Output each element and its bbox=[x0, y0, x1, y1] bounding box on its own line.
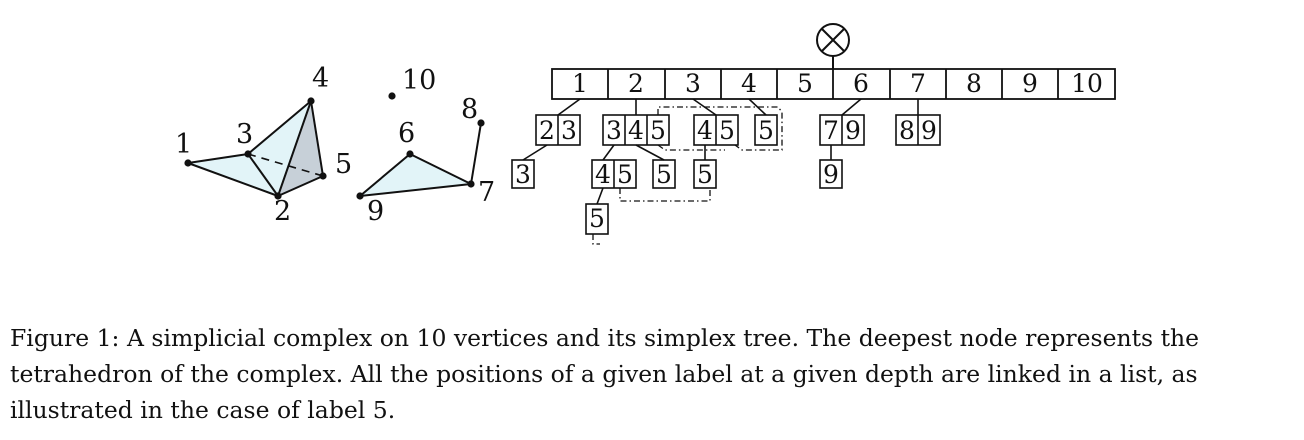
root-cell-3: 3 bbox=[685, 69, 701, 98]
simplicial-complex-figure: 1 2 3 4 5 6 7 8 9 10 1 2 3 bbox=[175, 23, 1116, 245]
vertex-label-5: 5 bbox=[335, 149, 352, 180]
root-cell-7: 7 bbox=[910, 69, 926, 98]
node-7-child-9: 9 bbox=[921, 116, 937, 145]
caption-text: Figure 1: A simplicial complex on 10 ver… bbox=[10, 324, 1200, 424]
root-cell-8: 8 bbox=[966, 69, 982, 98]
figure-caption: Figure 1: A simplicial complex on 10 ver… bbox=[10, 320, 1295, 428]
node-1-child-2: 2 bbox=[539, 116, 555, 145]
node-2-3-child-5: 5 bbox=[617, 160, 633, 189]
node-2-3-child-4: 4 bbox=[595, 160, 611, 189]
triangle-2-4-5 bbox=[278, 101, 323, 196]
root-cell-6: 6 bbox=[853, 69, 869, 98]
root-cell-5: 5 bbox=[797, 69, 813, 98]
vertex-label-7: 7 bbox=[478, 177, 495, 208]
triangle-2-3-4 bbox=[248, 101, 311, 196]
simplex-tree: 1 2 3 4 5 6 7 8 9 10 2 3 3 4 bbox=[511, 23, 1116, 245]
root-cell-10: 10 bbox=[1071, 69, 1103, 98]
triangle-6-7-9 bbox=[360, 154, 471, 196]
label-5-linked-lists bbox=[592, 106, 783, 245]
node-2-4-child-5: 5 bbox=[656, 160, 672, 189]
vertex-label-10: 10 bbox=[402, 65, 436, 96]
node-2-child-3: 3 bbox=[606, 116, 622, 145]
node-6-7-child-9: 9 bbox=[823, 160, 839, 189]
node-2-child-4: 4 bbox=[628, 116, 644, 145]
root-cell-4: 4 bbox=[741, 69, 757, 98]
node-3-child-5: 5 bbox=[719, 116, 735, 145]
vertex-label-6: 6 bbox=[398, 118, 415, 149]
node-1-2-child-3: 3 bbox=[515, 160, 531, 189]
vertex-label-9: 9 bbox=[367, 196, 384, 227]
node-3-4-child-5: 5 bbox=[697, 160, 713, 189]
root-cell-2: 2 bbox=[628, 69, 644, 98]
root-cell-9: 9 bbox=[1022, 69, 1038, 98]
node-6-child-9: 9 bbox=[845, 116, 861, 145]
node-6-child-7: 7 bbox=[823, 116, 839, 145]
simplicial-complex-drawing: 1 2 3 4 5 6 7 8 9 10 bbox=[175, 63, 495, 227]
root-cell-1: 1 bbox=[572, 69, 588, 98]
node-4-child-5: 5 bbox=[758, 116, 774, 145]
vertex-label-1: 1 bbox=[175, 129, 192, 160]
node-3-child-4: 4 bbox=[697, 116, 713, 145]
vertex-label-8: 8 bbox=[461, 94, 478, 125]
vertex-label-2: 2 bbox=[274, 196, 291, 227]
vertex-label-4: 4 bbox=[312, 63, 329, 94]
node-7-child-8: 8 bbox=[899, 116, 915, 145]
node-1-child-3: 3 bbox=[561, 116, 577, 145]
node-2-3-4-child-5: 5 bbox=[589, 204, 605, 233]
vertex-label-3: 3 bbox=[236, 119, 253, 150]
node-2-child-5: 5 bbox=[650, 116, 666, 145]
